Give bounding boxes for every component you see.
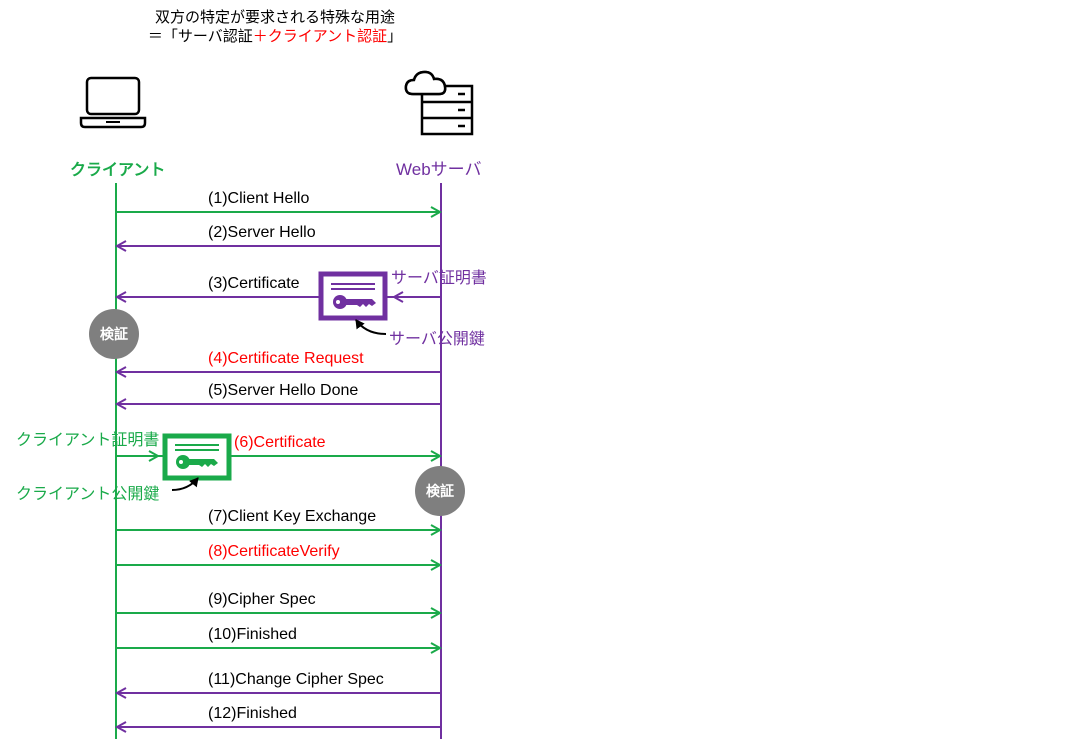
title-line-1: 双方の特定が要求される特殊な用途 [154,9,395,26]
server-pubkey-label: サーバ公開鍵 [389,331,485,348]
message-label: (2)Server Hello [208,224,316,241]
client-cert-label: クライアント証明書 [16,432,160,449]
client-pubkey-label: クライアント公開鍵 [16,486,160,503]
title-highlight: ＋クライアント認証 [252,28,388,45]
message-label: (7)Client Key Exchange [208,508,377,525]
diagram-title: 双方の特定が要求される特殊な用途 ＝「サーバ認証＋クライアント認証」 [0,8,550,46]
title-line-2: ＝「サーバ認証＋クライアント認証」 [0,27,550,46]
message-label: (11)Change Cipher Spec [208,671,384,688]
message-label: (5)Server Hello Done [208,382,359,399]
message-label: (9)Cipher Spec [208,591,316,608]
cloud-server-icon [404,70,474,136]
client-verify-badge: 検証 [89,309,139,359]
client-pubkey-pointer [171,477,199,491]
server-certificate-icon [318,271,388,321]
message-label: (4)Certificate Request [208,350,364,367]
laptop-icon [79,76,147,129]
server-pubkey-pointer [355,319,387,335]
message-label: (8)CertificateVerify [208,543,340,560]
client-actor-label: クライアント [70,162,166,179]
title-suffix: 」 [387,28,403,45]
server-verify-badge: 検証 [415,466,465,516]
message-label: (3)Certificate [208,275,300,292]
client-certificate-icon [162,433,232,481]
message-label: (12)Finished [208,705,297,722]
title-prefix: ＝「サーバ認証 [147,28,253,45]
message-label: (6)Certificate [234,434,326,451]
server-cert-label: サーバ証明書 [391,270,487,287]
message-label: (10)Finished [208,626,297,643]
server-actor-label: Webサーバ [396,160,482,179]
message-label: (1)Client Hello [208,190,310,207]
